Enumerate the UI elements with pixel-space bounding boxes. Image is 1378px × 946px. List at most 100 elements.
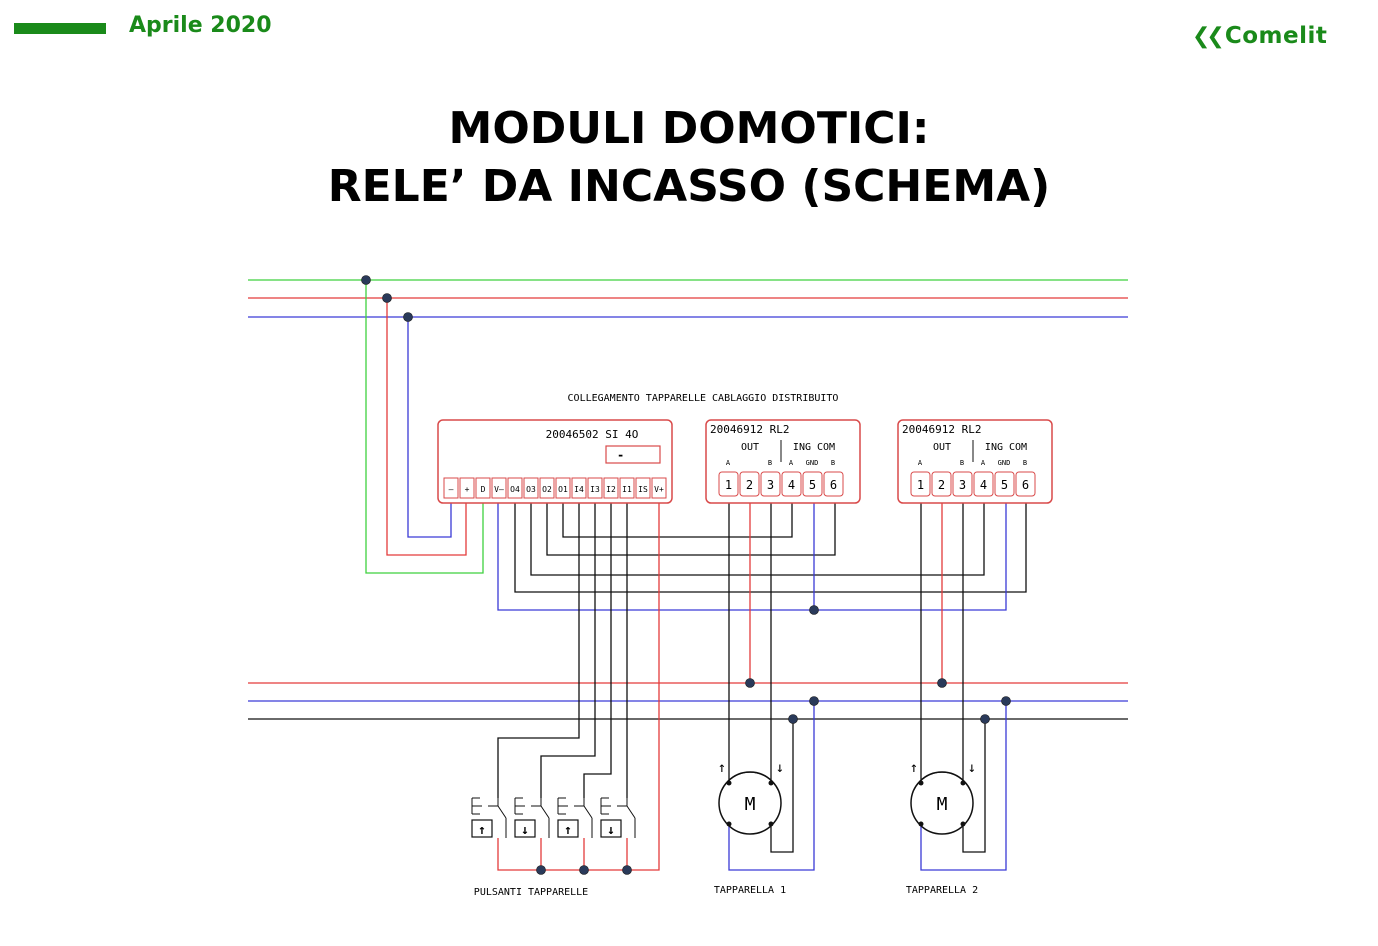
junction-dot: [403, 312, 413, 322]
junction-dot: [382, 293, 392, 303]
junction-dot: [361, 275, 371, 285]
wire-motor2-neutral: [962, 719, 986, 853]
relay-terminal-label: 3: [959, 478, 966, 492]
wire-o1-relay1-a: [562, 500, 793, 538]
relay-terminal: [994, 471, 1015, 497]
relay-terminal: [910, 471, 931, 497]
junction-dot: [579, 865, 589, 875]
relay-terminal: [823, 471, 844, 497]
relay-terminal-label: 5: [809, 478, 816, 492]
module-si-terminal-label: I4: [574, 485, 584, 494]
module-si-terminal: [523, 477, 539, 499]
junction-dot: [768, 821, 774, 827]
module-si-terminal-label: V—: [494, 485, 504, 494]
relay-terminal: [802, 471, 823, 497]
comelit-chevron-icon: ❮❮: [1192, 23, 1225, 49]
relay-sub-label: B: [831, 459, 835, 467]
button-switch-symbol: [557, 797, 584, 815]
relay-terminal: [739, 471, 760, 497]
relay-terminal-label: 3: [767, 478, 774, 492]
relay-terminal: [781, 471, 802, 497]
up-arrow-icon: ↑: [910, 760, 918, 776]
relay-sub-label: B: [960, 459, 964, 467]
module-si-terminal-label: I1: [622, 485, 632, 494]
relay-terminal-label: 1: [725, 478, 732, 492]
module-si-terminal-label: O3: [526, 485, 536, 494]
wire-motor2-blue: [920, 701, 1007, 871]
junction-dot: [918, 780, 924, 786]
module-si-terminal-label: O2: [542, 485, 552, 494]
junction-dot: [788, 714, 798, 724]
relay-terminal: [931, 471, 952, 497]
junction-dot: [809, 696, 819, 706]
wire-blue-gnd-common: [497, 500, 1007, 611]
relay-sub-label: A: [981, 459, 986, 467]
relay-terminal: [718, 471, 739, 497]
wire-motor1-neutral: [770, 719, 794, 853]
down-arrow-icon: ↓: [607, 823, 615, 838]
relay-sub-label: GND: [806, 459, 819, 467]
module-si-terminal: [475, 477, 491, 499]
wire-i3-button2: [540, 500, 596, 798]
button-box: [557, 819, 579, 838]
header-accent-bar: [14, 23, 106, 34]
up-arrow-icon: ↑: [718, 760, 726, 776]
relay-terminal-label: 6: [1022, 478, 1029, 492]
module-si-terminal: [539, 477, 555, 499]
module-si-display: [605, 445, 661, 464]
header-date: Aprile 2020: [129, 13, 272, 38]
button-box: [471, 819, 493, 838]
module-si-terminal: [491, 477, 507, 499]
junction-dot: [960, 780, 966, 786]
wire-green-d: [365, 280, 484, 574]
module-si-terminal-label: D: [481, 485, 486, 494]
module-si-terminal-label: V+: [654, 485, 664, 494]
motor-1-label: M: [745, 794, 756, 815]
relay-sub-label: B: [1023, 459, 1027, 467]
module-si-terminal-label: O1: [558, 485, 568, 494]
junction-dot: [745, 678, 755, 688]
relay-terminal-label: 2: [746, 478, 753, 492]
wire-motor1-blue: [728, 701, 815, 871]
button-switch-symbol: [514, 797, 541, 815]
relay-terminal-label: 2: [938, 478, 945, 492]
relay-sub-label: A: [789, 459, 794, 467]
junction-dot: [918, 821, 924, 827]
module-si-terminal-label: IS: [638, 485, 648, 494]
junction-dot: [536, 865, 546, 875]
wire-o3-relay2-a: [530, 500, 985, 576]
wire-i2-button3: [583, 500, 612, 798]
module-si-terminal: [555, 477, 571, 499]
wire-blue-minus: [407, 317, 452, 538]
relay-1-name: 20046912 RL2: [710, 423, 789, 436]
junction-dot: [768, 780, 774, 786]
logo-text: Comelit: [1224, 23, 1328, 49]
junction-dot: [622, 865, 632, 875]
relay-2-ing-com-label: ING COM: [985, 442, 1027, 453]
relay-terminal-label: 1: [917, 478, 924, 492]
push-button-4: ↓: [600, 797, 636, 838]
module-si-terminal: [635, 477, 651, 499]
junction-dot: [980, 714, 990, 724]
comelit-logo: ❮❮ Comelit: [1192, 22, 1327, 50]
module-si-terminal: [571, 477, 587, 499]
label-shutter-2: TAPPARELLA 2: [906, 885, 978, 896]
button-contact: [497, 798, 507, 838]
wire-o2-relay1-b: [546, 500, 836, 556]
push-button-3: ↑: [557, 797, 593, 838]
down-arrow-icon: ↓: [776, 760, 784, 776]
junction-dot: [937, 678, 947, 688]
button-box: [514, 819, 536, 838]
button-switch-symbol: [471, 797, 498, 815]
diagram-caption: COLLEGAMENTO TAPPARELLE CABLAGGIO DISTRI…: [568, 393, 839, 404]
button-contact: [583, 798, 593, 838]
module-si-terminal-label: I2: [606, 485, 616, 494]
relay-terminal-label: 5: [1001, 478, 1008, 492]
module-si-terminal-label: +: [465, 485, 470, 494]
push-button-2: ↓: [514, 797, 550, 838]
wire-i4-button1: [497, 500, 580, 798]
